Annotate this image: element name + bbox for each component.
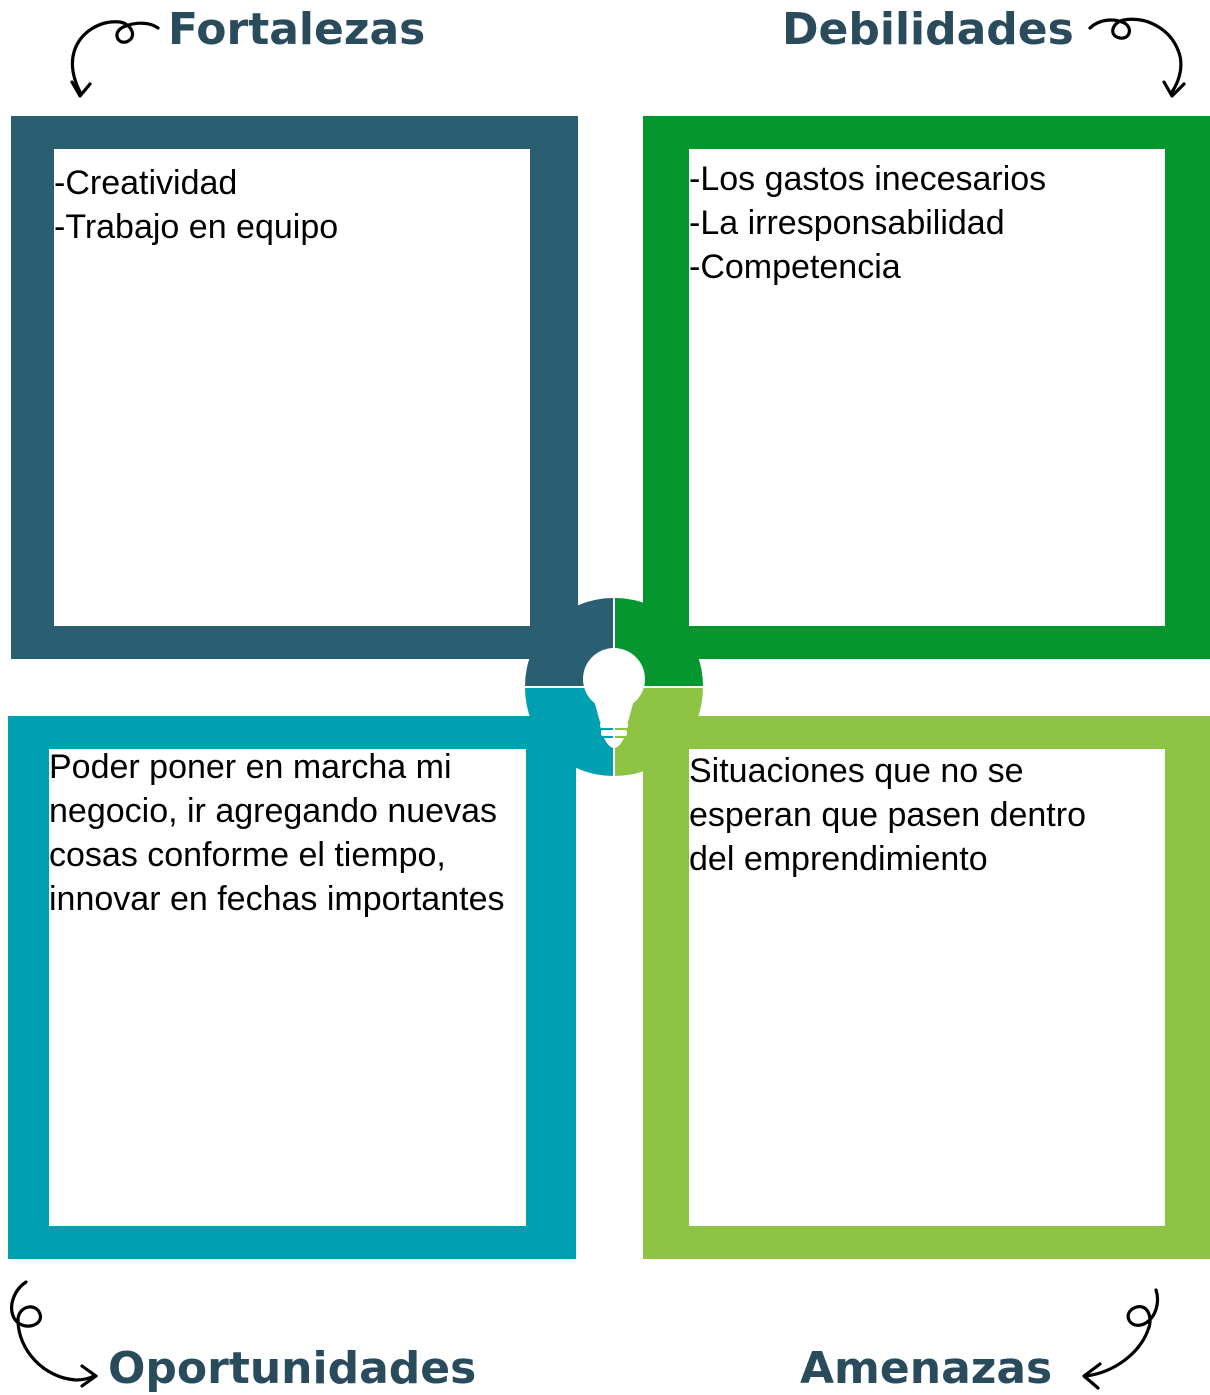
oportunidades-text: Poder poner en marcha mi negocio, ir agre… <box>49 745 526 921</box>
text-line: Poder poner en marcha mi <box>49 748 452 786</box>
debilidades-list: -Los gastos inecesarios -La irresponsabi… <box>689 149 1165 289</box>
text-line: innovar en fechas importantes <box>49 880 505 918</box>
curly-arrow-icon <box>1082 1288 1160 1390</box>
oportunidades-box: Poder poner en marcha mi negocio, ir agre… <box>8 716 576 1259</box>
list-item: -La irresponsabilidad <box>689 204 1005 242</box>
text-line: Situaciones que no se <box>689 752 1024 790</box>
list-item: -Competencia <box>689 248 901 286</box>
text-line: cosas conforme el tiempo, <box>49 836 446 874</box>
text-line: esperan que pasen dentro <box>689 796 1086 834</box>
fortalezas-box: -Creatividad -Trabajo en equipo <box>11 116 578 659</box>
amenazas-title: Amenazas <box>800 1343 1053 1394</box>
lightbulb-icon <box>583 648 645 748</box>
hub-quarter-oportunidades <box>525 688 613 776</box>
fortalezas-list: -Creatividad -Trabajo en equipo <box>54 149 530 249</box>
curly-arrow-icon <box>10 1280 98 1388</box>
list-item: -Creatividad <box>54 164 238 202</box>
debilidades-title: Debilidades <box>782 4 1074 55</box>
fortalezas-title: Fortalezas <box>168 4 426 55</box>
amenazas-text: Situaciones que no se esperan que pasen d… <box>689 749 1165 881</box>
curly-arrow-icon <box>1088 17 1186 98</box>
hub-quarter-amenazas <box>615 688 703 776</box>
list-item: -Los gastos inecesarios <box>689 160 1047 198</box>
text-line: negocio, ir agregando nuevas <box>49 792 497 830</box>
text-line: del emprendimiento <box>689 840 988 878</box>
list-item: -Trabajo en equipo <box>54 208 339 246</box>
curly-arrow-icon <box>70 20 160 98</box>
oportunidades-title: Oportunidades <box>108 1343 477 1394</box>
amenazas-box: Situaciones que no se esperan que pasen d… <box>643 716 1210 1259</box>
debilidades-box: -Los gastos inecesarios -La irresponsabi… <box>643 116 1210 659</box>
